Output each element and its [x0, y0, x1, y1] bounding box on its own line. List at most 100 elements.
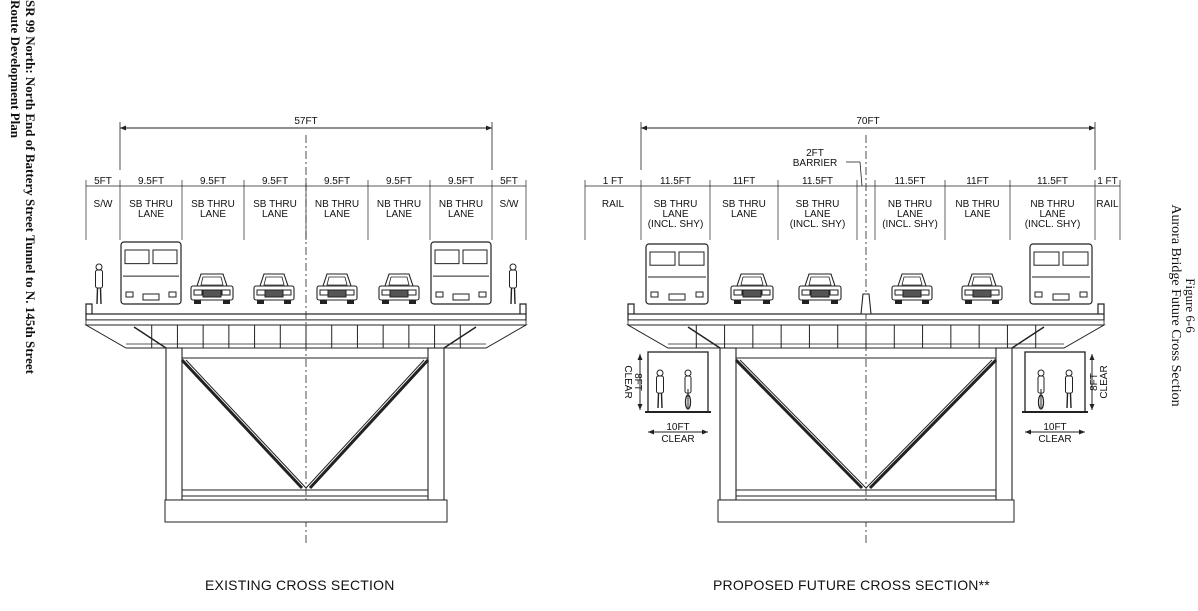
bus-light — [695, 291, 704, 298]
car-wheel — [194, 300, 201, 304]
lane-label: SB THRU — [191, 199, 235, 210]
lane-label: NB THRU — [955, 199, 999, 210]
path-width-label: 10FT — [1043, 422, 1066, 433]
person-head — [656, 369, 664, 377]
truss-chord — [165, 347, 183, 501]
person-torso — [656, 375, 664, 394]
car — [316, 273, 358, 304]
car-wheel — [922, 300, 929, 304]
leader-line — [859, 161, 863, 187]
barrier-label: BARRIER — [793, 158, 837, 169]
lane-label: (INCL. SHY) — [1025, 219, 1081, 230]
bus-light — [168, 291, 177, 298]
lane-width: 11.5FT — [895, 176, 926, 187]
diagonal-brace — [865, 359, 993, 489]
bus-window — [434, 249, 460, 265]
bus-plate — [668, 293, 686, 301]
person-torso — [1065, 375, 1073, 394]
car-wheel — [382, 300, 389, 304]
car — [798, 273, 842, 304]
car-light — [990, 289, 1000, 296]
person-head — [509, 263, 517, 271]
cyclist — [684, 369, 692, 410]
car-grille — [202, 289, 222, 298]
person-leg — [1066, 393, 1069, 409]
lane-width: 9.5FT — [200, 176, 226, 187]
arrowhead — [1025, 429, 1031, 435]
car-light — [801, 289, 811, 296]
path-width-clear-label: CLEAR — [1038, 434, 1071, 445]
existing-caption: EXISTING CROSS SECTION — [205, 577, 395, 593]
cyclist-head — [684, 369, 692, 377]
arrowhead — [648, 429, 654, 435]
lane-label: NB THRU — [377, 199, 421, 210]
lane-width: 9.5FT — [138, 176, 164, 187]
arrowhead — [1079, 429, 1085, 435]
shared-use-path-box — [1024, 351, 1086, 413]
car-wheel — [347, 300, 354, 304]
bus-window — [678, 251, 705, 266]
cyclist-head — [1037, 369, 1045, 377]
curb — [85, 303, 93, 314]
lane-label: S/W — [94, 199, 113, 210]
diagonal-brace — [305, 359, 425, 489]
median-barrier — [860, 293, 872, 315]
curb — [1097, 303, 1105, 314]
arrowhead — [702, 429, 708, 435]
bus-body — [120, 241, 182, 305]
car — [961, 273, 1003, 304]
lane-label: NB THRU — [888, 199, 932, 210]
car-windshield — [901, 276, 923, 286]
lane-width: 11FT — [966, 176, 989, 187]
bus-body — [1029, 243, 1093, 305]
lane-label: RAIL — [602, 199, 625, 210]
car-grille — [389, 289, 409, 298]
car-wheel — [831, 300, 838, 304]
car-grille — [810, 289, 830, 298]
bus-window — [462, 249, 488, 265]
lane-label: SB THRU — [253, 199, 297, 210]
lane-width: 11.5FT — [802, 176, 833, 187]
arrowhead — [1089, 404, 1095, 410]
bus-light — [478, 291, 487, 298]
knee-brace — [1011, 326, 1045, 349]
arrowhead — [637, 404, 643, 410]
bus-light — [650, 291, 659, 298]
lane-label: NB THRU — [315, 199, 359, 210]
lane-label: RAIL — [1096, 199, 1119, 210]
bus-light — [125, 291, 134, 298]
car-wheel — [895, 300, 902, 304]
lane-width: 11FT — [733, 176, 756, 187]
barrier-width-label: 2FT — [806, 148, 824, 159]
car-windshield — [740, 276, 764, 286]
person-leg — [660, 393, 663, 409]
lane-label: LANE — [804, 209, 830, 220]
person-leg — [99, 287, 102, 305]
knee-brace — [133, 326, 167, 349]
total-width-label: 57FT — [294, 116, 317, 127]
lane-width: 9.5FT — [448, 176, 474, 187]
car-light — [894, 289, 904, 296]
bus-window — [124, 249, 150, 265]
car-windshield — [326, 276, 348, 286]
lane-label: SB THRU — [796, 199, 840, 210]
lane-label: NB THRU — [1030, 199, 1074, 210]
lane-width: 11.5FT — [660, 176, 691, 187]
lane-label: LANE — [386, 209, 412, 220]
bus-window — [152, 249, 178, 265]
car-grille — [742, 289, 762, 298]
path-width-label: 10FT — [666, 422, 689, 433]
car — [378, 273, 420, 304]
car-wheel — [763, 300, 770, 304]
car-light — [920, 289, 930, 296]
car — [891, 273, 933, 304]
car-wheel — [284, 300, 291, 304]
proposed-caption: PROPOSED FUTURE CROSS SECTION** — [713, 577, 990, 593]
pedestrian — [1065, 369, 1073, 409]
bus-plate — [1052, 293, 1070, 301]
lane-label: LANE — [324, 209, 350, 220]
lane-label: (INCL. SHY) — [882, 219, 938, 230]
car-light — [381, 289, 391, 296]
lane-label: (INCL. SHY) — [790, 219, 846, 230]
